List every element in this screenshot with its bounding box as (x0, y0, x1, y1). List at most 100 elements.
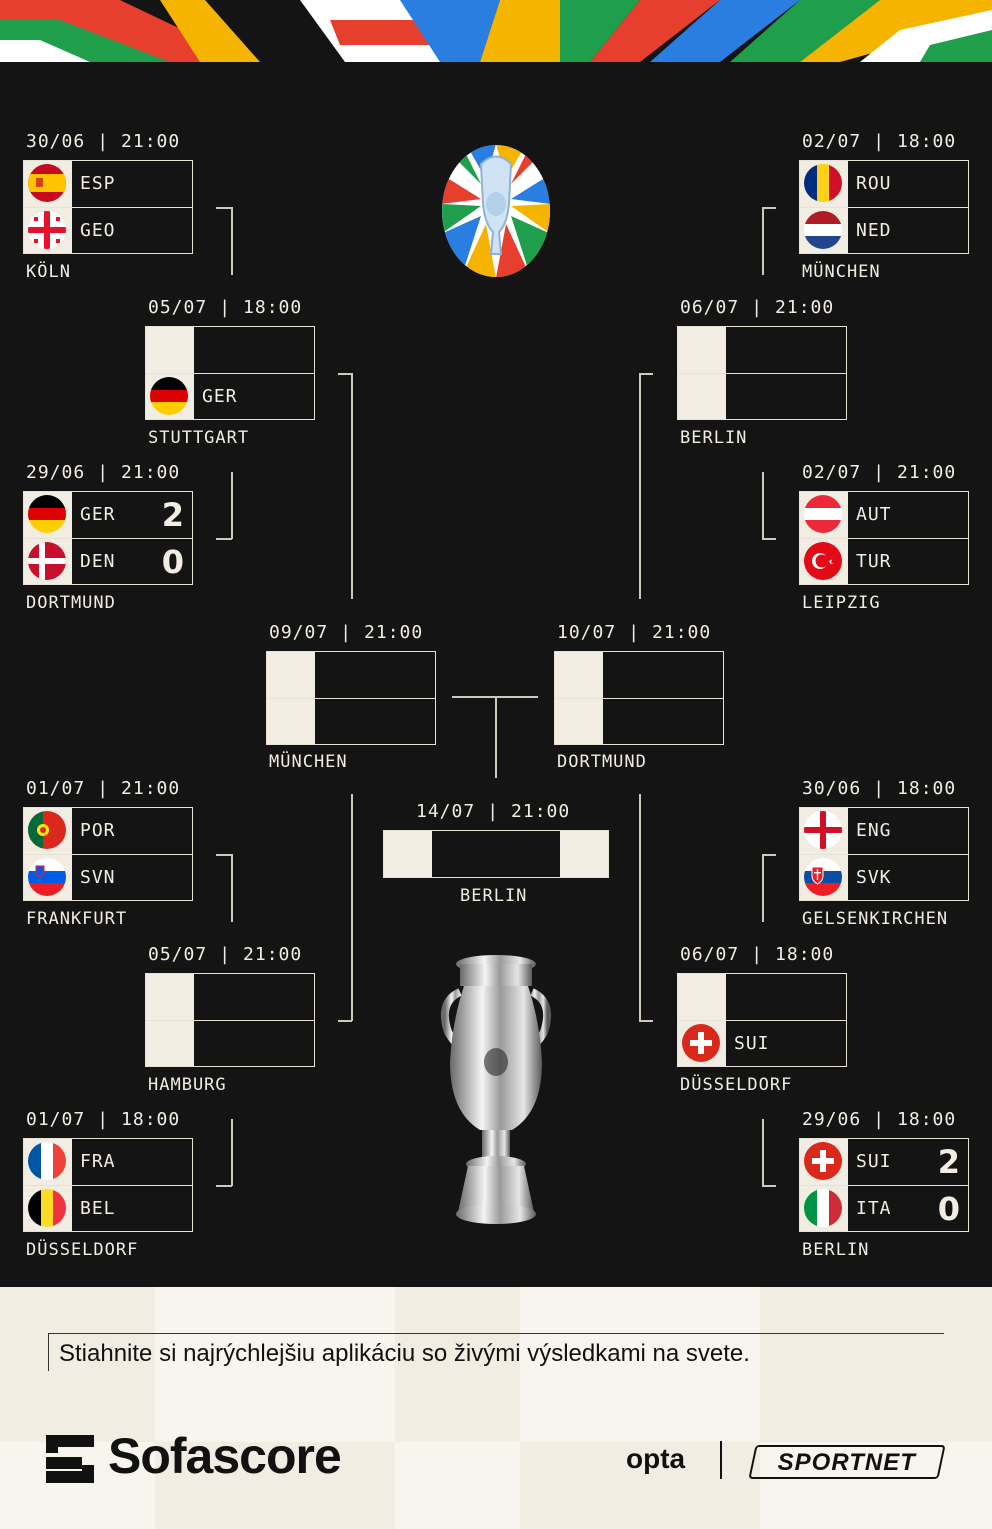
match-sf-munchen[interactable] (266, 651, 436, 745)
team-code: SVN (80, 867, 116, 888)
team-row: ROU (800, 161, 968, 207)
team-code: ENG (856, 820, 892, 841)
match-venue: MÜNCHEN (269, 752, 348, 772)
match-sui-ita[interactable]: SUI 2 ITA 0 (799, 1138, 969, 1232)
match-esp-geo[interactable]: ESP GEO (23, 160, 193, 254)
footer: Stiahnite si najrýchlejšiu aplikáciu so … (0, 1287, 992, 1529)
team-code: GEO (80, 220, 116, 241)
team-code: FRA (80, 1151, 116, 1172)
slovakia-flag-icon (804, 858, 842, 896)
separator: | (340, 622, 353, 643)
match-date: 09/07 (269, 622, 329, 643)
match-venue: STUTTGART (148, 428, 250, 448)
bracket-connector (231, 207, 233, 275)
bracket-connector (351, 373, 353, 599)
flag-cell (146, 974, 194, 1020)
match-date: 05/07 (148, 297, 208, 318)
germany-flag-icon (150, 377, 188, 415)
bracket-connector (762, 472, 764, 539)
match-fra-bel[interactable]: FRA BEL (23, 1138, 193, 1232)
bracket-connector (762, 538, 776, 540)
match-header: 30/06|21:00 (26, 130, 180, 154)
team-row (678, 327, 846, 373)
spain-flag-icon (28, 164, 66, 202)
bracket-connector (231, 1119, 233, 1186)
match-header: 02/07|21:00 (802, 461, 956, 485)
match-eng-svk[interactable]: ENG SVK (799, 807, 969, 901)
match-date: 05/07 (148, 944, 208, 965)
match-aut-tur[interactable]: AUT TUR (799, 491, 969, 585)
team-row: ENG (800, 808, 968, 854)
team-row (555, 698, 723, 744)
match-venue: GELSENKIRCHEN (802, 909, 949, 929)
team-row (678, 974, 846, 1020)
team-row (146, 974, 314, 1020)
team-code: ESP (80, 173, 116, 194)
bracket-board: 30/06|21:00 ESP GEO KÖLN 29/06|21:00 (0, 62, 992, 1287)
separator: | (628, 622, 641, 643)
match-time: 18:00 (897, 778, 957, 799)
match-header: 01/07|21:00 (26, 777, 180, 801)
match-date: 29/06 (802, 1109, 862, 1130)
team-row: ESP (24, 161, 192, 207)
separator: | (97, 462, 110, 483)
match-rou-ned[interactable]: ROU NED (799, 160, 969, 254)
flag-cell (800, 161, 848, 207)
bracket-connector (762, 1119, 764, 1186)
match-por-svn[interactable]: POR SVN (23, 807, 193, 901)
flag-cell (678, 327, 726, 373)
tagline-box: Stiahnite si najrýchlejšiu aplikáciu so … (48, 1333, 944, 1371)
match-final[interactable] (383, 830, 609, 878)
team-code: GER (80, 504, 116, 525)
sportnet-logo: SPORTNET (748, 1445, 946, 1479)
flag-cell (800, 855, 848, 900)
portugal-flag-icon (28, 811, 66, 849)
team-row (267, 652, 435, 698)
final-team2-cell (560, 831, 608, 877)
sportnet-label: SPORTNET (777, 1449, 916, 1476)
bracket-connector (216, 854, 232, 856)
match-time: 18:00 (897, 1109, 957, 1130)
match-qf-berlin[interactable] (677, 326, 847, 420)
team-row: FRA (24, 1139, 192, 1185)
match-date: 06/07 (680, 297, 740, 318)
bracket-connector (639, 794, 641, 1021)
slovenia-flag-icon (28, 858, 66, 896)
bracket-connector (338, 1020, 352, 1022)
match-date: 06/07 (680, 944, 740, 965)
match-venue: MÜNCHEN (802, 262, 881, 282)
flag-cell (678, 1021, 726, 1066)
team-code: SUI (856, 1151, 892, 1172)
separator: | (873, 778, 886, 799)
austria-flag-icon (804, 495, 842, 533)
euro-2024-logo (442, 145, 550, 277)
team-code: BEL (80, 1198, 116, 1219)
match-header: 05/07|18:00 (148, 296, 302, 320)
match-header: 30/06|18:00 (802, 777, 956, 801)
match-time: 18:00 (121, 1109, 181, 1130)
flag-cell (800, 539, 848, 584)
team-code: TUR (856, 551, 892, 572)
match-time: 21:00 (897, 462, 957, 483)
flag-cell (555, 652, 603, 698)
team-code: ITA (856, 1198, 892, 1219)
team-row: SVN (24, 854, 192, 900)
match-qf-stuttgart[interactable]: GER (145, 326, 315, 420)
bracket-connector (762, 207, 764, 275)
flag-cell (800, 1139, 848, 1185)
flag-cell (24, 855, 72, 900)
match-ger-den[interactable]: GER 2 DEN 0 (23, 491, 193, 585)
match-header: 09/07|21:00 (269, 621, 423, 645)
sofascore-brand: Sofascore (108, 1428, 342, 1484)
flag-cell (24, 1139, 72, 1185)
separator: | (873, 1109, 886, 1130)
separator: | (751, 297, 764, 318)
match-time: 21:00 (121, 778, 181, 799)
match-qf-hamburg[interactable] (145, 973, 315, 1067)
match-qf-dusseldorf[interactable]: SUI (677, 973, 847, 1067)
partner-divider (720, 1441, 722, 1479)
match-sf-dortmund[interactable] (554, 651, 724, 745)
match-venue: DORTMUND (26, 593, 116, 613)
italy-flag-icon (804, 1189, 842, 1227)
team-row: GEO (24, 207, 192, 253)
